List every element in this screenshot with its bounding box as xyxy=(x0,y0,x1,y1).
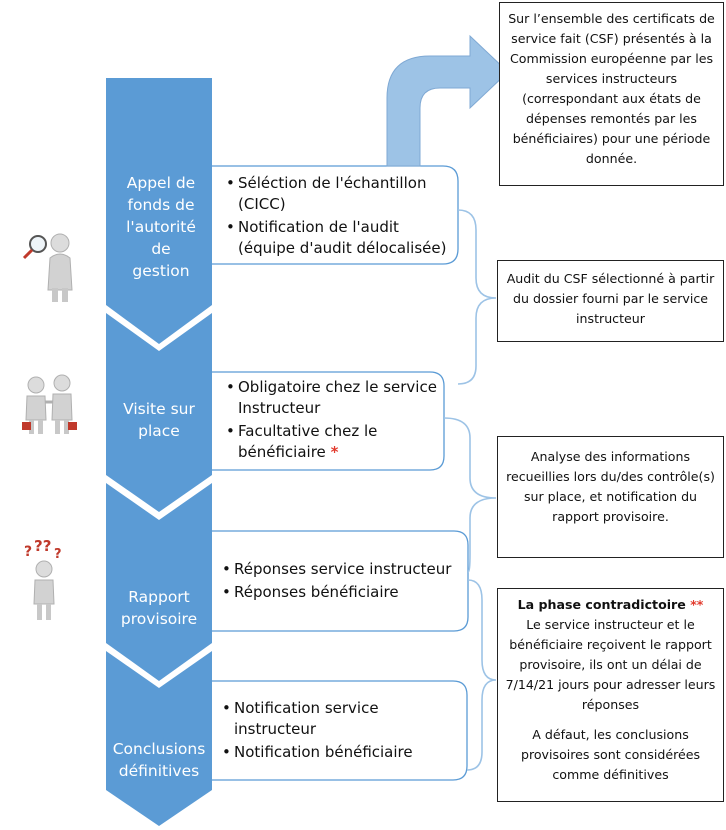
svg-text:?: ? xyxy=(24,544,32,560)
chevron-step-1 xyxy=(106,78,212,344)
panel-step-4: Notification service instructeur Notific… xyxy=(222,698,462,765)
list-item: Notification bénéficiaire xyxy=(222,742,462,763)
chevron-step-3 xyxy=(106,483,212,681)
list-item: Notification service instructeur xyxy=(222,698,462,740)
note-title-text: La phase contradictoire xyxy=(517,597,686,612)
panel-step-1: Séléction de l'échantillon (CICC) Notifi… xyxy=(226,173,454,261)
list-item: Obligatoire chez le service Instructeur xyxy=(226,377,440,419)
step-label-1: Appel de fonds de l'autorité de gestion xyxy=(126,174,196,280)
list-item: Séléction de l'échantillon (CICC) xyxy=(226,173,454,215)
svg-text:?: ? xyxy=(54,547,62,562)
panel-outline-3 xyxy=(212,530,469,632)
note-box-2: Audit du CSF sélectionné à partir du dos… xyxy=(497,260,724,342)
note-title: La phase contradictoire ** xyxy=(502,595,719,615)
list-item-text: Facultative chez le bénéficiaire xyxy=(238,422,378,461)
note-text-2: A défaut, les conclusions provisoires so… xyxy=(520,727,701,782)
question-person-icon: ? ?? ? xyxy=(24,537,62,620)
panel-step-3: Réponses service instructeur Réponses bé… xyxy=(222,559,466,605)
bracket-1 xyxy=(457,209,497,385)
panel-step-2: Obligatoire chez le service Instructeur … xyxy=(226,377,440,465)
note-text: Audit du CSF sélectionné à partir du dos… xyxy=(506,271,715,326)
bracket-3 xyxy=(466,579,497,771)
curved-arrow xyxy=(386,34,509,167)
chevron-step-4 xyxy=(106,651,212,826)
star-marker: * xyxy=(330,443,339,461)
magnifier-person-icon xyxy=(22,233,73,302)
list-item: Notification de l'audit (équipe d'audit … xyxy=(226,217,454,259)
list-item: Réponses bénéficiaire xyxy=(222,582,466,603)
bracket-2 xyxy=(443,417,497,573)
note-box-4: La phase contradictoire ** Le service in… xyxy=(497,588,724,802)
handshake-people-icon xyxy=(22,374,77,434)
note-box-1: Sur l’ensemble des certificats de servic… xyxy=(499,2,724,186)
note-text: Sur l’ensemble des certificats de servic… xyxy=(508,11,715,166)
note-box-3: Analyse des informations recueillies lor… xyxy=(497,436,724,558)
chevron-step-2 xyxy=(106,313,212,512)
note-text: Analyse des informations recueillies lor… xyxy=(506,449,715,524)
step-label-4: Conclusions définitives xyxy=(112,740,206,780)
list-item: Réponses service instructeur xyxy=(222,559,466,580)
list-item: Facultative chez le bénéficiaire * xyxy=(226,421,440,463)
svg-text:??: ?? xyxy=(34,537,51,555)
star-marker: ** xyxy=(690,597,704,612)
step-label-3: Rapport provisoire xyxy=(120,588,198,628)
step-label-2: Visite sur place xyxy=(123,400,195,440)
note-text: Le service instructeur et le bénéficiair… xyxy=(505,617,716,712)
